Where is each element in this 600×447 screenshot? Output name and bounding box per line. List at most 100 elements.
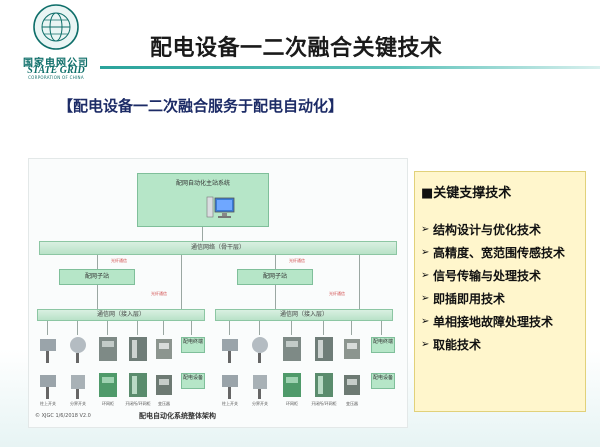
connector bbox=[351, 321, 352, 335]
device-label: 柱上开关 bbox=[40, 401, 56, 406]
pole-switch-icon bbox=[40, 375, 56, 399]
arrow-bullet-icon: ➢ bbox=[421, 339, 430, 350]
arrow-bullet-icon: ➢ bbox=[421, 224, 430, 235]
pole-switch-icon bbox=[222, 339, 238, 363]
master-station-label: 配网自动化主站系统 bbox=[175, 180, 230, 187]
slide-header: 国家电网公司 STATE GRID CORPORATION OF CHINA 配… bbox=[0, 0, 600, 82]
state-grid-logo: 国家电网公司 STATE GRID CORPORATION OF CHINA bbox=[4, 2, 108, 80]
key-technologies-panel: ■关键支撑技术 ➢结构设计与优化技术 ➢高精度、宽范围传感技术 ➢信号传输与处理… bbox=[414, 171, 586, 412]
arrow-bullet-icon: ➢ bbox=[421, 316, 430, 327]
connector bbox=[47, 321, 48, 335]
logo-name-en: STATE GRID bbox=[27, 65, 85, 76]
list-item-text: 结构设计与优化技术 bbox=[433, 223, 542, 237]
ring-main-unit-icon bbox=[99, 337, 117, 361]
ring-main-unit-icon bbox=[99, 373, 117, 397]
list-item: ➢结构设计与优化技术 bbox=[421, 220, 585, 240]
arrow-bullet-icon: ➢ bbox=[421, 293, 430, 304]
technology-list: ➢结构设计与优化技术 ➢高精度、宽范围传感技术 ➢信号传输与处理技术 ➢即插即用… bbox=[421, 220, 585, 358]
device-label: 分界开关 bbox=[70, 401, 86, 406]
connector bbox=[259, 321, 260, 335]
panel-heading: ■关键支撑技术 bbox=[421, 186, 512, 201]
backbone-label: 通信网络（骨干层） bbox=[190, 244, 245, 251]
connector bbox=[77, 321, 78, 335]
list-item: ➢信号传输与处理技术 bbox=[421, 266, 585, 286]
distribution-device-box: 配电设备 bbox=[371, 373, 395, 389]
figure-caption: 配电自动化系统整体架构 bbox=[139, 412, 216, 420]
connector bbox=[229, 321, 230, 335]
connector bbox=[97, 285, 98, 309]
globe-icon bbox=[33, 4, 79, 50]
connector bbox=[381, 321, 382, 335]
section-heading: 【配电设备一二次融合服务于配电自动化】 bbox=[58, 97, 344, 115]
boundary-switch-icon bbox=[70, 337, 86, 363]
connector bbox=[275, 255, 276, 269]
connector bbox=[275, 285, 276, 309]
switch-cabinet-icon bbox=[129, 337, 147, 361]
list-item: ➢即插即用技术 bbox=[421, 289, 585, 309]
sub-station-box: 配网子站 bbox=[59, 269, 135, 285]
connector bbox=[323, 321, 324, 335]
device-label: 分界开关 bbox=[252, 401, 268, 406]
boundary-switch-icon bbox=[71, 375, 85, 399]
device-label: 环网柜 bbox=[286, 401, 298, 406]
arrow-bullet-icon: ➢ bbox=[421, 247, 430, 258]
boundary-switch-icon bbox=[252, 337, 268, 363]
connector bbox=[137, 321, 138, 335]
device-label: 变压器 bbox=[158, 401, 170, 406]
sub-station-box: 配网子站 bbox=[237, 269, 313, 285]
list-item-text: 取能技术 bbox=[433, 338, 482, 352]
switch-cabinet-icon bbox=[315, 337, 333, 361]
device-label: 柱上开关 bbox=[222, 401, 238, 406]
list-item-text: 信号传输与处理技术 bbox=[433, 269, 542, 283]
sub-station-label: 配网子站 bbox=[262, 273, 287, 280]
fiber-label: 光纤通信 bbox=[329, 291, 345, 296]
list-item: ➢取能技术 bbox=[421, 335, 585, 355]
list-item: ➢高精度、宽范围传感技术 bbox=[421, 243, 585, 263]
pole-switch-icon bbox=[40, 339, 56, 363]
connector bbox=[181, 255, 182, 309]
architecture-diagram: 配网自动化主站系统 通信网络（骨干层） 光纤通信 光纤通信 配网子站 配网子站 … bbox=[28, 158, 408, 428]
list-item: ➢单相接地故障处理技术 bbox=[421, 312, 585, 332]
access-network-label: 通信网（接入层） bbox=[279, 311, 328, 318]
list-item-text: 即插即用技术 bbox=[433, 292, 506, 306]
transformer-icon bbox=[156, 339, 172, 359]
list-item-text: 高精度、宽范围传感技术 bbox=[433, 246, 566, 260]
computer-icon bbox=[206, 196, 235, 218]
fiber-label: 光纤通信 bbox=[151, 291, 167, 296]
ring-main-unit-icon bbox=[283, 337, 301, 361]
list-item-text: 单相接地故障处理技术 bbox=[433, 315, 554, 329]
logo-name-cn: 国家电网公司 bbox=[23, 58, 89, 69]
access-network-bar: 通信网（接入层） bbox=[37, 309, 205, 321]
distribution-terminal-box: 配电终端 bbox=[181, 337, 205, 353]
connector bbox=[97, 255, 98, 269]
device-label: 开闭所/环网柜 bbox=[125, 401, 151, 406]
access-network-label: 通信网（接入层） bbox=[96, 311, 145, 318]
connector bbox=[291, 321, 292, 335]
device-label: 环网柜 bbox=[102, 401, 114, 406]
fiber-label: 光纤通信 bbox=[289, 258, 305, 263]
title-divider bbox=[100, 66, 600, 69]
sub-station-label: 配网子站 bbox=[84, 273, 109, 280]
transformer-icon bbox=[344, 339, 360, 359]
switch-cabinet-icon bbox=[315, 373, 333, 397]
ring-main-unit-icon bbox=[283, 373, 301, 397]
device-label: 变压器 bbox=[346, 401, 358, 406]
transformer-icon bbox=[156, 375, 172, 395]
connector bbox=[202, 227, 203, 241]
pole-switch-icon bbox=[222, 375, 238, 399]
backbone-network-bar: 通信网络（骨干层） bbox=[39, 241, 397, 255]
logo-name-en-sub: CORPORATION OF CHINA bbox=[28, 75, 84, 80]
distribution-terminal-box: 配电终端 bbox=[371, 337, 395, 353]
fiber-label: 光纤通信 bbox=[111, 258, 127, 263]
connector bbox=[191, 321, 192, 335]
access-network-bar: 通信网（接入层） bbox=[215, 309, 393, 321]
connector bbox=[359, 255, 360, 309]
boundary-switch-icon bbox=[253, 375, 267, 399]
slide-title: 配电设备一二次融合关键技术 bbox=[150, 36, 443, 61]
figure-footer: © XJGC 1/6/2018 V2.0 bbox=[35, 413, 91, 419]
connector bbox=[107, 321, 108, 335]
transformer-icon bbox=[344, 375, 360, 395]
master-station-box: 配网自动化主站系统 bbox=[137, 173, 269, 227]
arrow-bullet-icon: ➢ bbox=[421, 270, 430, 281]
switch-cabinet-icon bbox=[129, 373, 147, 397]
